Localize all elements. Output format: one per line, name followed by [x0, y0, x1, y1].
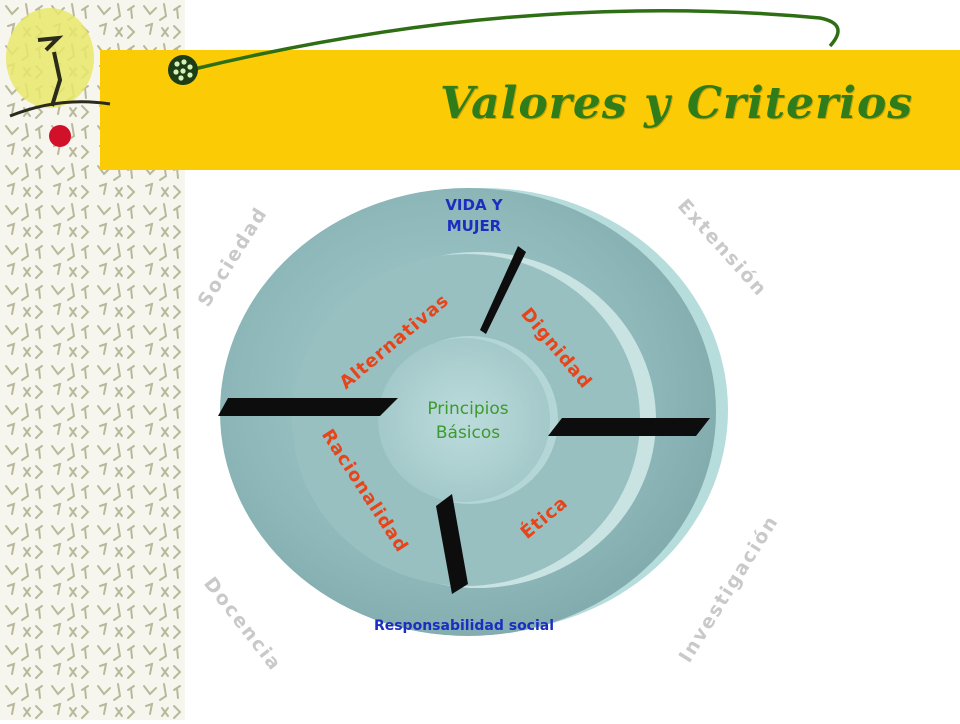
- divider-left: [218, 398, 398, 416]
- ring-label-bottom: Responsabilidad social: [374, 618, 554, 634]
- slide-title: Valores y Criterios: [440, 78, 914, 129]
- center-label-line1: Principios: [427, 399, 508, 419]
- divider-top: [480, 246, 526, 334]
- outer-label-extension: Extensión: [673, 195, 772, 301]
- divider-bottom: [436, 494, 468, 594]
- inner-circle: [378, 338, 550, 502]
- title-band: [100, 50, 960, 170]
- dotted-ball-icon: [168, 55, 198, 85]
- outer-label-docencia: Docencia: [199, 573, 286, 676]
- outer-label-investigacion: Investigación: [675, 511, 784, 666]
- logo-icon: [6, 8, 111, 147]
- divider-right: [548, 418, 710, 436]
- ring-label-top-line1: VIDA Y: [445, 196, 503, 214]
- decorative-curve: [189, 9, 840, 72]
- ring-label-top-line2: MUJER: [447, 217, 502, 235]
- center-label-line2: Básicos: [436, 423, 500, 443]
- header-graphics: [6, 8, 840, 147]
